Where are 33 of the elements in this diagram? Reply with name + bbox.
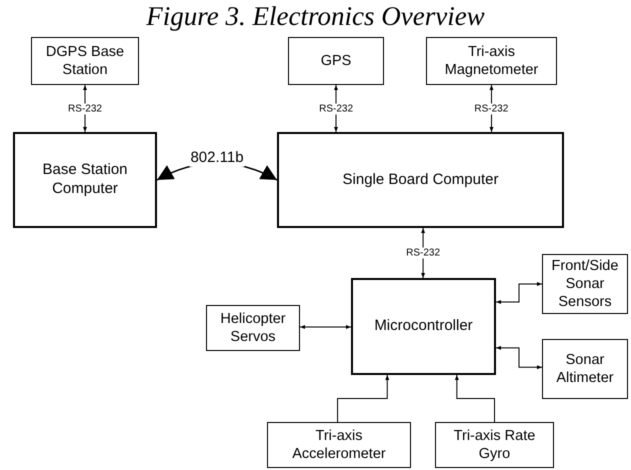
component-label: Microcontroller	[374, 317, 473, 336]
component-box	[206, 305, 300, 351]
component-label: DGPS Base Station	[44, 42, 126, 80]
component-label: Tri-axis Accelerometer	[291, 426, 387, 464]
component-box	[267, 422, 411, 468]
component-box	[542, 254, 628, 314]
edge-label: 802.11b	[189, 150, 245, 166]
component-label: Front/Side Sonar Sensors	[550, 256, 620, 312]
component-label: Tri-axis Rate Gyro	[452, 426, 536, 464]
component-label: Single Board Computer	[342, 170, 498, 190]
connector-arrow	[300, 325, 352, 329]
component-label: Sonar Altimeter	[555, 350, 615, 388]
component-label: Helicopter Servos	[219, 310, 287, 346]
component-box	[435, 422, 554, 468]
component-box	[13, 132, 157, 228]
component-box	[542, 339, 628, 399]
component-box	[31, 37, 139, 85]
component-box	[288, 37, 384, 85]
connector-arrow	[496, 282, 542, 304]
connector-arrow	[496, 346, 542, 370]
component-label: Tri-axis Magnetometer	[444, 42, 540, 80]
connector-arrow	[454, 374, 495, 422]
connector-arrow	[337, 374, 390, 422]
figure-title: Figure 3. Electronics Overview	[145, 0, 486, 32]
edge-label: RS-232	[405, 248, 442, 258]
component-label: Base Station Computer	[41, 161, 129, 199]
component-box	[426, 37, 557, 85]
component-box	[277, 132, 564, 228]
component-label: GPS	[320, 52, 352, 70]
edge-label: RS-232	[473, 103, 510, 114]
edge-label: RS-232	[67, 103, 103, 114]
edge-label: RS-232	[318, 103, 354, 114]
component-box	[351, 278, 496, 375]
